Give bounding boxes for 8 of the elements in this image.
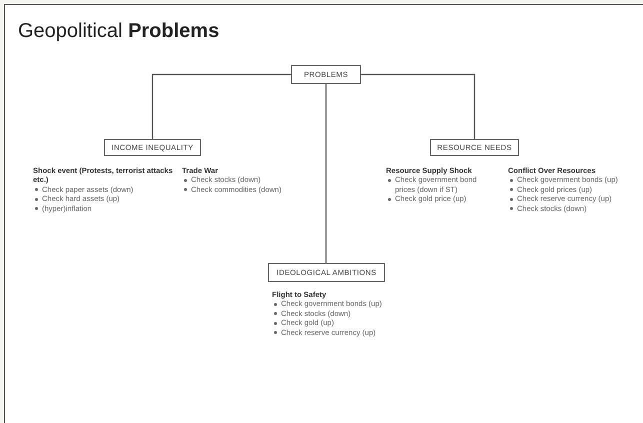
- connector-line: [152, 74, 291, 139]
- category-box: [268, 263, 385, 282]
- category-box: [430, 139, 519, 156]
- connector-line: [361, 74, 476, 139]
- category-box: [291, 65, 361, 84]
- connector-line: [325, 84, 327, 263]
- title: Geopolitical Problems: [18, 20, 220, 43]
- category-box: [104, 139, 201, 156]
